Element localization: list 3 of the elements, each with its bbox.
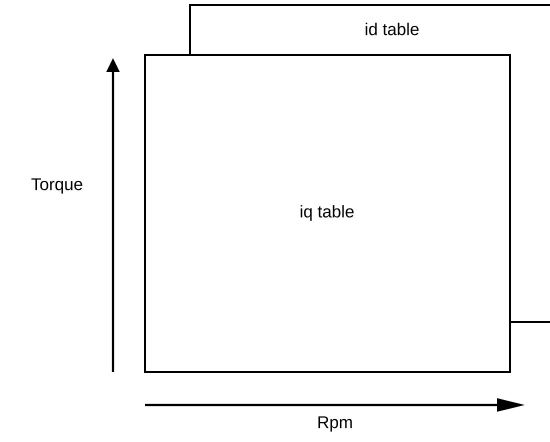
axis-label: Rpm — [318, 416, 352, 432]
table-box: iq table — [144, 54, 511, 373]
axis-label: Torque — [31, 178, 82, 194]
